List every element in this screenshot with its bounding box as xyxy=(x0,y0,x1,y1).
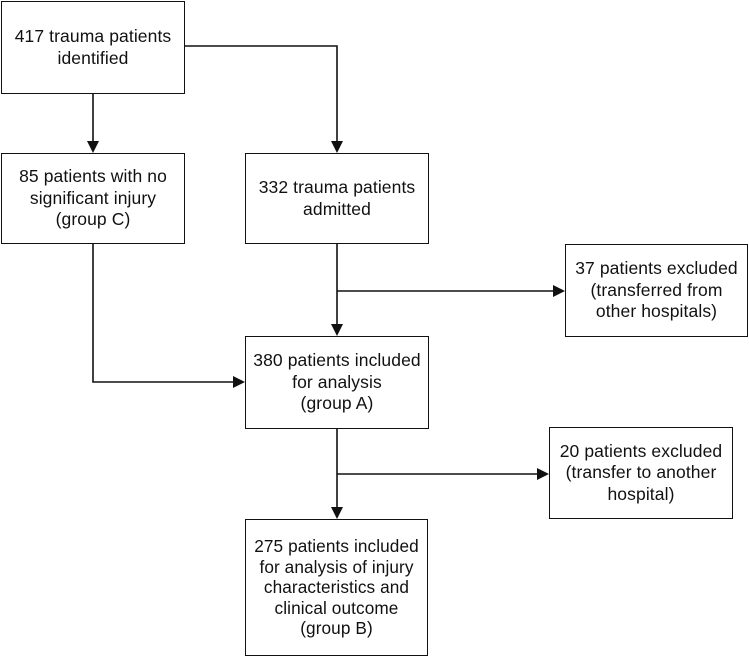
node-patients-included-analysis-group-a: 380 patients included for analysis (grou… xyxy=(245,336,429,429)
node-no-significant-injury-group-c: 85 patients with no significant injury (… xyxy=(1,153,185,244)
node-patients-excluded-transfer: 20 patients excluded (transfer to anothe… xyxy=(549,427,733,519)
node-patients-included-analysis-label: 380 patients included for analysis (grou… xyxy=(253,350,421,414)
node-patients-excluded-transfer-label: 20 patients excluded (transfer to anothe… xyxy=(559,440,723,504)
node-trauma-patients-identified-label: 417 trauma patients identified xyxy=(14,26,172,68)
arrow-no-injury-to-included-analysis xyxy=(92,244,245,388)
node-patients-included-outcome-group-b: 275 patients included for analysis of in… xyxy=(245,519,428,656)
node-patients-excluded-transferred-label: 37 patients excluded (transferred from o… xyxy=(575,258,738,322)
arrow-identified-to-admitted xyxy=(185,45,343,153)
node-no-significant-injury-label: 85 patients with no significant injury (… xyxy=(19,166,167,230)
node-trauma-patients-admitted: 332 trauma patients admitted xyxy=(245,153,429,244)
node-patients-excluded-transferred: 37 patients excluded (transferred from o… xyxy=(565,244,748,337)
node-patients-included-outcome-label: 275 patients included for analysis of in… xyxy=(254,535,419,639)
node-trauma-patients-admitted-label: 332 trauma patients admitted xyxy=(258,177,416,219)
node-trauma-patients-identified: 417 trauma patients identified xyxy=(1,1,185,94)
